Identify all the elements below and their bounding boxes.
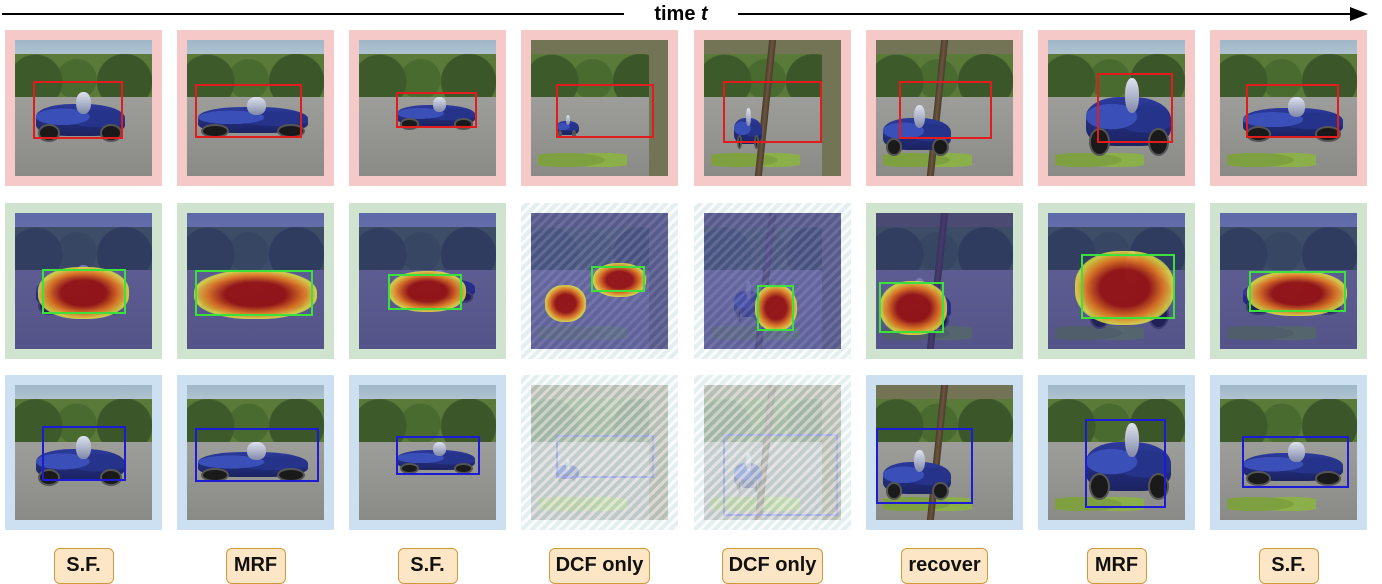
- recovery-image-8: [1220, 385, 1357, 520]
- heatmap-frame-1: [5, 203, 162, 359]
- recovery-bounding-box: [195, 428, 319, 483]
- heatmap-image-1: [15, 213, 152, 349]
- response-heatmap-blob: [1075, 251, 1175, 325]
- method-label: MRF: [225, 548, 286, 584]
- response-heatmap-blob: [389, 271, 466, 313]
- tracking-frame-5: [694, 30, 851, 186]
- heatmap-frame-5: [694, 203, 851, 359]
- response-heatmap-blob: [38, 267, 129, 320]
- heatmap-frame-2: [177, 203, 334, 359]
- method-label: DCF only: [548, 548, 651, 584]
- recovery-frame-4: [521, 375, 678, 530]
- heatmap-image-5: [704, 213, 841, 349]
- response-heatmap-blob: [193, 270, 318, 320]
- time-axis-label-variable: t: [701, 3, 709, 25]
- recovery-frame-5: [694, 375, 851, 530]
- tracking-bounding-box: [1097, 72, 1173, 144]
- heatmap-image-8: [1220, 213, 1357, 349]
- recovery-image-4: [531, 385, 668, 520]
- recovery-bounding-box: [1084, 418, 1166, 508]
- heatmap-bounding-box: [1080, 253, 1176, 320]
- tracking-frame-2: [177, 30, 334, 186]
- heatmap-bounding-box: [878, 282, 945, 333]
- recovery-image-2: [187, 385, 324, 520]
- heatmap-bounding-box: [1248, 271, 1347, 313]
- recovery-frame-7: [1038, 375, 1195, 530]
- recovery-frame-8: [1210, 375, 1367, 530]
- heatmap-image-7: [1048, 213, 1185, 349]
- recovery-bounding-box: [723, 433, 839, 516]
- time-axis-label: time t: [654, 3, 709, 25]
- tracking-bounding-box: [899, 80, 993, 140]
- heatmap-image-2: [187, 213, 324, 349]
- tracking-frame-8: [1210, 30, 1367, 186]
- time-axis-arrow: time t: [2, 3, 1368, 25]
- heatmap-bounding-box: [591, 266, 645, 292]
- tracking-image-5: [704, 40, 841, 176]
- recovery-frame-1: [5, 375, 162, 530]
- method-label: MRF: [1086, 548, 1147, 584]
- recovery-bounding-box: [876, 428, 974, 504]
- heatmap-image-4: [531, 213, 668, 349]
- heatmap-bounding-box: [757, 285, 795, 332]
- recovery-frame-6: [866, 375, 1023, 530]
- recovery-bounding-box: [555, 434, 655, 479]
- tracking-bounding-box: [1246, 83, 1340, 138]
- recovery-bounding-box: [395, 436, 480, 476]
- method-label: recover: [901, 548, 988, 584]
- recovery-bounding-box: [42, 425, 126, 481]
- tracking-frame-4: [521, 30, 678, 186]
- tracking-image-7: [1048, 40, 1185, 176]
- heatmap-frame-8: [1210, 203, 1367, 359]
- tracking-bounding-box: [395, 91, 477, 129]
- tracking-image-8: [1220, 40, 1357, 176]
- heatmap-bounding-box: [42, 268, 126, 314]
- heatmap-frame-6: [866, 203, 1023, 359]
- heatmap-frame-7: [1038, 203, 1195, 359]
- tracking-bounding-box: [555, 83, 655, 138]
- method-label: S.F.: [397, 548, 458, 584]
- heatmap-bounding-box: [195, 270, 314, 317]
- tracking-frame-7: [1038, 30, 1195, 186]
- tracking-frame-1: [5, 30, 162, 186]
- recovery-image-1: [15, 385, 152, 520]
- tracking-frame-3: [349, 30, 506, 186]
- recovery-frame-3: [349, 375, 506, 530]
- time-axis-label-main: time: [654, 3, 701, 25]
- recovery-image-7: [1048, 385, 1185, 520]
- response-heatmap-blob: [880, 281, 948, 336]
- tracking-image-6: [876, 40, 1013, 176]
- method-label: S.F.: [1258, 548, 1319, 584]
- recovery-image-6: [876, 385, 1013, 520]
- tracking-image-4: [531, 40, 668, 176]
- tracking-bounding-box: [723, 80, 822, 144]
- tracking-image-1: [15, 40, 152, 176]
- heatmap-image-6: [876, 213, 1013, 349]
- tracking-bounding-box: [195, 83, 303, 138]
- heatmap-image-3: [359, 213, 496, 349]
- tracking-image-3: [359, 40, 496, 176]
- recovery-bounding-box: [1241, 436, 1349, 488]
- response-heatmap-blob: [544, 285, 586, 322]
- response-heatmap-blob: [754, 285, 798, 332]
- heatmap-frame-3: [349, 203, 506, 359]
- recovery-image-5: [704, 385, 841, 520]
- recovery-image-3: [359, 385, 496, 520]
- recovery-frame-2: [177, 375, 334, 530]
- tracking-bounding-box: [32, 80, 124, 140]
- tracking-image-2: [187, 40, 324, 176]
- response-heatmap-blob: [1247, 271, 1348, 317]
- heatmap-bounding-box: [387, 274, 462, 310]
- method-label: S.F.: [53, 548, 114, 584]
- heatmap-frame-4: [521, 203, 678, 359]
- method-label: DCF only: [721, 548, 824, 584]
- tracking-frame-6: [866, 30, 1023, 186]
